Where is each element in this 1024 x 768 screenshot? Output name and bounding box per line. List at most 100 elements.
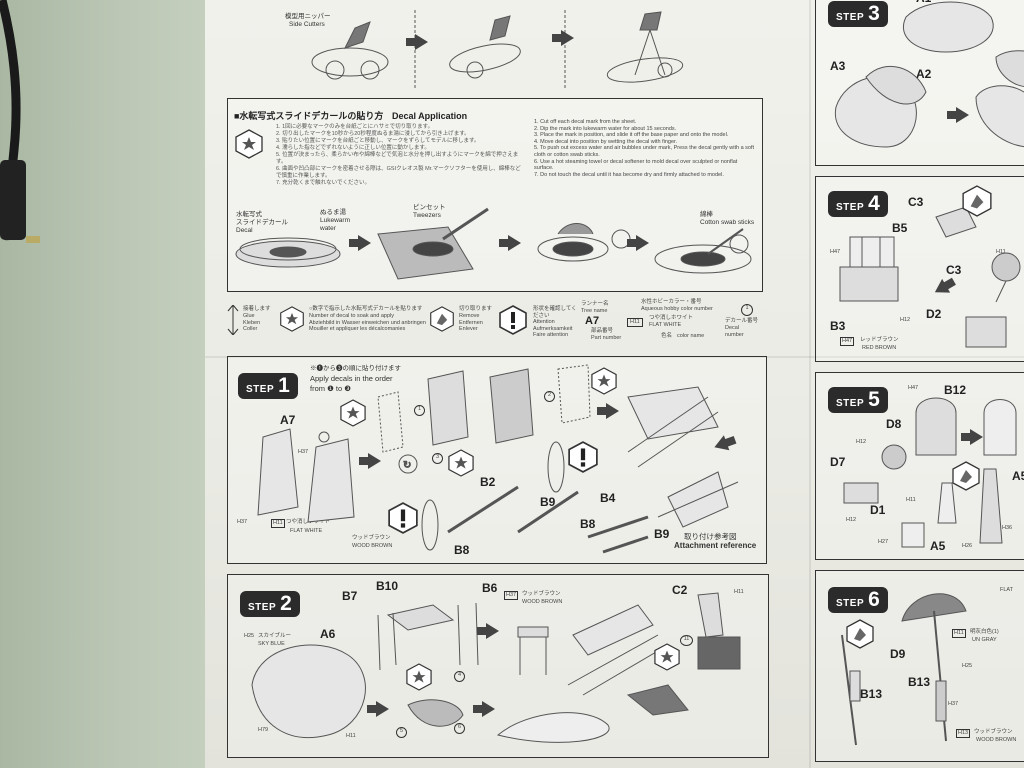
step6-badge: STEP 6 [828,587,888,613]
color-h12: H12 [856,439,867,445]
decal-no-label: Decal number [725,325,744,338]
wood-brown: WOOD BROWN [352,543,393,549]
part-d1: D1 [870,503,886,517]
part-a5: A5 [930,539,946,553]
color-h11: H11 [996,249,1006,255]
runner-label-jp: ランナー名 [581,301,609,307]
decal-number-badge: 6 [454,723,465,734]
part-b3: B3 [830,319,846,333]
color-h13: H13 [956,729,971,738]
color-code-label-jp: 水性ホビーカラー・番号 [641,299,702,305]
wood-brown-jp: ウッドブラウン [974,729,1013,735]
part-b13: B13 [860,687,883,701]
part-b8-b: B8 [580,517,596,531]
step4-illustrations [839,206,1021,348]
decal-step-en: 5. To push out excess water and air bubb… [534,145,755,158]
step-number: 1 [278,374,290,397]
glue-label-jp: 接着します [243,306,271,312]
part-b9-b: B9 [654,527,670,541]
color-h79: H79 [258,727,269,733]
color-code-badge: H11 [627,318,643,327]
arrow-icon [552,30,574,46]
step-number: 4 [868,192,880,215]
color-h37-b: H37 [298,449,309,455]
wood-brown: WOOD BROWN [522,599,563,605]
color-h25: H25 [962,663,973,669]
arrow-icon [947,107,969,123]
color-h26: H26 [962,543,973,549]
color-h36: H36 [1002,525,1013,531]
star-hex-icon [591,367,617,395]
decal-step-jp: 6. 曲面や凹凸部にマークを密着させる際は、GSIクレオス製 Mr.マークソフタ… [276,166,521,179]
part-a7: A7 [280,413,296,427]
flat-label: FLAT [1000,587,1014,593]
star-hex-icon [448,449,474,477]
color-h11: H11 [952,629,966,638]
decal-step-jp: 3. 貼りたい位置にマークを台紙ごと移動し、マークをずらしてモデルに移します。 [276,138,480,144]
part-d2: D2 [926,307,942,321]
tweezers-label-en: Tweezers [413,212,441,219]
color-sample-jp: つや消しホワイト [649,315,694,321]
glue-label: Glue Kleben Coller [243,313,261,333]
sky-blue: SKY BLUE [258,641,285,647]
decal-title-en: Decal Application [391,111,468,121]
decal-step-jp: 5. 位置が決まったら、柔らかい布や綿棒などで気泡と水分を押し出すようにマークを… [276,152,519,165]
part-a3: A3 [830,59,846,73]
part-b6: B6 [482,581,498,595]
decal-number-label: Number of decal to soak and apply Abzieh… [309,313,426,333]
decal-number-badge: 3 [432,453,443,464]
decal-step-jp: 7. 充分乾くまで触れないでください。 [276,180,370,186]
decal-number-label-jp: ○数字で指示した水転写式デカールを貼ります [309,306,423,312]
color-h27: H27 [878,539,889,545]
step1-illustrations: ↻ [257,364,739,554]
part-b9: B9 [540,495,556,509]
cutter-illustrations [311,10,684,88]
cutter-label-en: Side Cutters [289,21,325,28]
step1-box: STEP 1 ※❶から❸の順に貼り付けます Apply decals in th… [227,356,767,564]
attention-label-jp: 形状を確認してください [533,306,577,319]
arrow-icon [627,235,649,251]
color-h47-b: H47 [840,337,855,346]
step1-badge: STEP 1 [238,373,298,399]
part-d7: D7 [830,455,846,469]
part-b5: B5 [892,221,908,235]
arrow-icon [961,429,983,445]
arrow-icon [473,701,495,717]
step5-box: STEP 5 B12 D8 D7 D1 A5 A5 H47 H12 H12 H1… [815,372,1024,560]
attach-label: Attachment reference [674,541,757,550]
color-h37: H37 [504,591,519,600]
decal-instructions-jp: 1. 1回に必要なマークのみを台紙ごとにハサミで切り取ります。 2. 切り出した… [276,124,526,187]
remove-hex-icon [962,185,992,217]
color-h12-b: H12 [846,517,857,523]
color-h11-b: H11 [346,733,356,739]
water-label-en: Lukewarm water [320,217,350,232]
color-h11: H11 [734,589,744,595]
step-word: STEP [246,384,275,395]
step1-note-en2: from ❶ to ❸ [310,384,351,393]
decal-step-en: 2. Dip the mark into lukewarm water for … [534,125,677,132]
attention-hex-icon [568,441,598,473]
decal-number-badge: 2 [544,391,555,402]
step6-illustrations [841,593,967,746]
desk-surface [0,0,205,768]
instruction-sheet: 模型用ニッパー Side Cutters ■水転写式スライドデカールの貼り方 D… [205,0,1024,768]
arrow-icon [349,235,371,251]
decal-step-en: 6. Use a hot steaming towel or decal sof… [534,158,738,172]
decal-no-label-jp: デカール番号 [725,318,759,324]
part-b13-b: B13 [908,675,931,689]
color-h11: H11 [271,519,285,528]
color-h47: H47 [908,385,919,391]
remove-label-jp: 切り取ります [459,306,493,312]
step2-badge: STEP 2 [240,591,300,617]
color-h12: H12 [900,317,911,323]
step6-box: STEP 6 D9 B13 B13 FLAT H11 明灰白色(1) UN GR… [815,570,1024,762]
svg-text:↻: ↻ [403,460,411,471]
arrow-icon [597,403,619,419]
part-b10: B10 [376,579,399,593]
tweezers-label-jp: ピンセット [413,204,446,211]
color-name-label-jp: 色名 [661,333,673,339]
step-number: 2 [280,592,292,615]
step2-box: STEP 2 B10 B7 B6 H37 ウッドブラウン WOOD BROWN … [227,574,769,758]
arrow-icon [477,623,499,639]
part-a2: A2 [916,67,932,81]
